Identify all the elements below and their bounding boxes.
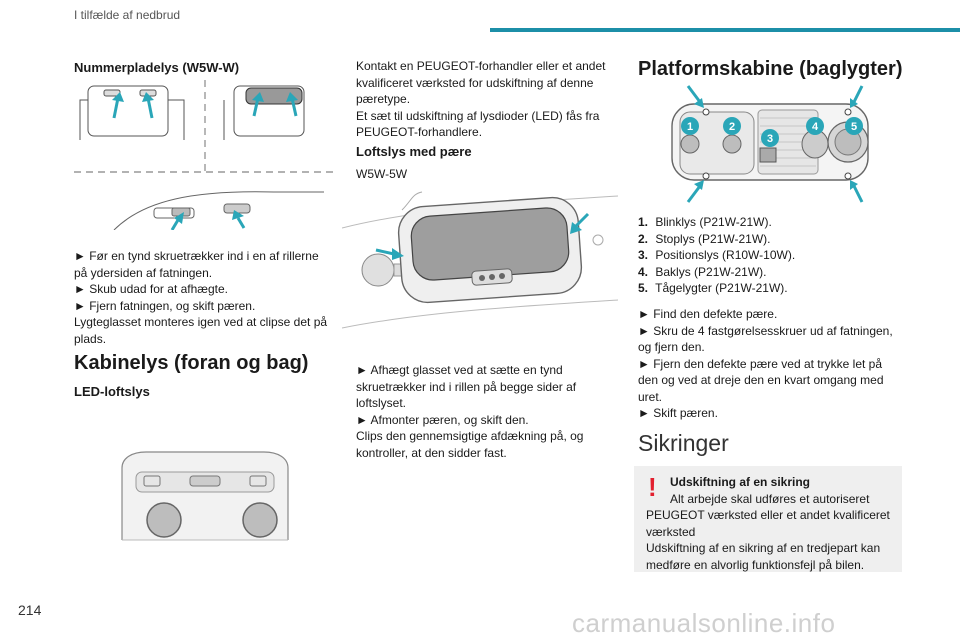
warning-exclamation-icon: ! xyxy=(648,472,657,502)
warning-text: Udskiftning af en sikring Alt arbejde sk… xyxy=(670,474,896,507)
subheading-led-ceiling-light: LED-loftslys xyxy=(74,384,150,399)
ceiling-light-steps: ► Afhægt glasset ved at sætte en tynd sk… xyxy=(356,362,618,461)
intro-line: Et sæt til udskiftning af lysdioder (LED… xyxy=(356,108,600,123)
note-line: Lygteglasset monteres igen ved at clipse… xyxy=(74,315,328,329)
step-line: kontroller, at den sidder fast. xyxy=(356,445,507,460)
step-line: ► Før en tynd skruetrækker ind i en af r… xyxy=(74,249,319,263)
page-number: 214 xyxy=(18,602,42,618)
warning-line: værksted xyxy=(646,524,696,539)
intro-line: kvalificeret værksted for udskiftning af… xyxy=(356,75,594,90)
license-plate-light-illustration xyxy=(74,80,336,230)
step-line: ► Skru de 4 fastgørelsesskruer ud af fat… xyxy=(638,323,893,338)
step-line: ► Fjern den defekte pære ved at trykke l… xyxy=(638,356,883,371)
badge-3: 3 xyxy=(767,133,773,145)
list-item: 3. Positionslys (R10W-10W). xyxy=(638,248,796,262)
rear-lamp-list: 1. Blinklys (P21W-21W). 2. Stoplys (P21W… xyxy=(638,214,900,297)
bulb-type: W5W-5W xyxy=(356,167,408,181)
rear-lamp-steps: ► Find den defekte pære. ► Skru de 4 fas… xyxy=(638,306,904,422)
step-line: ► Skub udad for at afhægte. xyxy=(74,282,228,296)
rear-lamp-cluster-illustration: 1 2 3 4 5 xyxy=(671,85,869,203)
step-line: ► Skift pæren. xyxy=(638,406,718,420)
heading-fuses: Sikringer xyxy=(638,430,729,456)
heading-cabin-lights: Kabinelys (foran og bag) xyxy=(74,352,309,374)
step-line: på ydersiden af fatningen. xyxy=(74,265,213,280)
warning-box: ! Udskiftning af en sikring Alt arbejde … xyxy=(634,466,902,572)
list-item: 5. Tågelygter (P21W-21W). xyxy=(638,281,788,295)
running-header: I tilfælde af nedbrud xyxy=(74,8,181,22)
step-line: ► Fjern fatningen, og skift pæren. xyxy=(74,298,256,313)
list-item: 1. Blinklys (P21W-21W). xyxy=(638,215,772,229)
step-line: uret. xyxy=(638,389,663,404)
header-accent-bar xyxy=(490,28,960,32)
intro-line: PEUGEOT-forhandlere. xyxy=(356,125,483,139)
step-line: ► Afmonter pæren, og skift den. xyxy=(356,412,529,427)
badge-2: 2 xyxy=(729,121,735,133)
badge-4: 4 xyxy=(812,121,819,133)
subheading-ceiling-light-bulb: Loftslys med pære xyxy=(356,144,472,159)
step-line: og fjern den. xyxy=(638,340,705,354)
badge-1: 1 xyxy=(687,121,693,133)
step-line: skruetrækker ind i rillen på begge sider… xyxy=(356,379,577,394)
led-ceiling-light-illustration xyxy=(121,451,289,541)
warning-title: Udskiftning af en sikring xyxy=(670,475,811,489)
led-service-note: Kontakt en PEUGEOT-forhandler eller et a… xyxy=(356,58,618,141)
warning-line: Alt arbejde skal udføres et autoriseret xyxy=(670,491,870,506)
list-item: 2. Stoplys (P21W-21W). xyxy=(638,231,771,246)
step-line: Clips den gennemsigtige afdækning på, og xyxy=(356,429,584,443)
step-line: ► Afhægt glasset ved at sætte en tynd xyxy=(356,363,563,377)
step-line: den og ved at dreje den en kvart omgang … xyxy=(638,373,884,387)
step-line: ► Find den defekte pære. xyxy=(638,307,778,321)
warning-line: medføre en alvorlig funktionsfejl på bil… xyxy=(646,557,865,572)
intro-line: Kontakt en PEUGEOT-forhandler eller et a… xyxy=(356,59,606,73)
badge-5: 5 xyxy=(851,121,857,133)
heading-license-plate-light: Nummerpladelys (W5W-W) xyxy=(74,60,240,75)
watermark: carmanualsonline.info xyxy=(572,608,836,638)
step-line: loftslyset. xyxy=(356,396,407,410)
ceiling-light-bulb-illustration xyxy=(342,191,618,329)
list-item: 4. Baklys (P21W-21W). xyxy=(638,264,767,279)
heading-platform-cab: Platformskabine (baglygter) xyxy=(638,58,903,80)
warning-body: PEUGEOT værksted eller et andet kvalific… xyxy=(646,507,898,573)
note-line: plads. xyxy=(74,331,107,346)
warning-line: PEUGEOT værksted eller et andet kvalific… xyxy=(646,508,890,522)
warning-line: Udskiftning af en sikring af en tredjepa… xyxy=(646,541,881,555)
intro-line: pæretype. xyxy=(356,92,411,106)
license-plate-steps: ► Før en tynd skruetrækker ind i en af r… xyxy=(74,248,336,347)
